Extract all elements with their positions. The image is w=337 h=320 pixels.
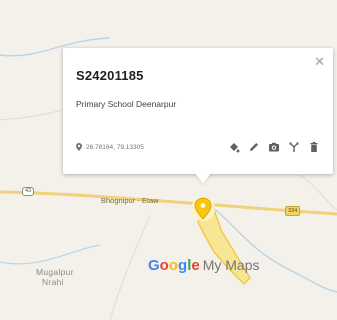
- road-label: Bhognipur - Etaw: [101, 196, 159, 205]
- minor-road: [299, 174, 337, 211]
- marker-dot: [200, 203, 206, 208]
- feature-coordinates: 26.78164, 79.13305: [76, 143, 144, 151]
- edit-icon[interactable]: [248, 140, 260, 152]
- close-icon[interactable]: ✕: [314, 54, 325, 69]
- directions-icon[interactable]: [288, 140, 300, 152]
- popup-pointer: [194, 172, 212, 184]
- minor-road: [0, 109, 64, 121]
- delete-icon[interactable]: [308, 140, 320, 152]
- river: [0, 37, 111, 57]
- place-label: Mugalpur Nrahi: [36, 267, 74, 287]
- google-my-maps-logo: Google My Maps: [148, 257, 260, 274]
- feature-title: S24201185: [76, 68, 144, 83]
- google-wordmark: Google: [148, 257, 200, 274]
- camera-icon[interactable]: [268, 140, 280, 152]
- highway: [0, 190, 337, 216]
- google-letter: e: [191, 257, 200, 274]
- highway-shield-334: 334: [285, 206, 301, 216]
- feature-description: Primary School Deenarpur: [76, 99, 177, 109]
- location-marker[interactable]: [194, 197, 212, 220]
- river: [0, 244, 101, 265]
- google-letter: o: [168, 257, 179, 274]
- area-polygon[interactable]: [197, 209, 251, 286]
- coordinates-text: 26.78164, 79.13305: [86, 143, 144, 151]
- google-letter: l: [187, 257, 192, 274]
- place-label-line1: Mugalpur: [36, 267, 74, 277]
- google-letter: o: [159, 257, 169, 274]
- google-letter: g: [178, 257, 188, 274]
- location-pin-icon: [76, 143, 82, 151]
- highway-shield-43: 43: [22, 187, 35, 196]
- river: [209, 204, 337, 293]
- minor-road: [109, 214, 151, 320]
- my-maps-label: My Maps: [202, 257, 260, 273]
- style-icon[interactable]: [228, 140, 240, 153]
- place-label-line2: Nrahi: [42, 277, 64, 287]
- feature-info-popup: S24201185 ✕ Primary School Deenarpur 26.…: [63, 48, 333, 174]
- google-letter: G: [148, 257, 160, 274]
- feature-toolbar: [228, 140, 320, 153]
